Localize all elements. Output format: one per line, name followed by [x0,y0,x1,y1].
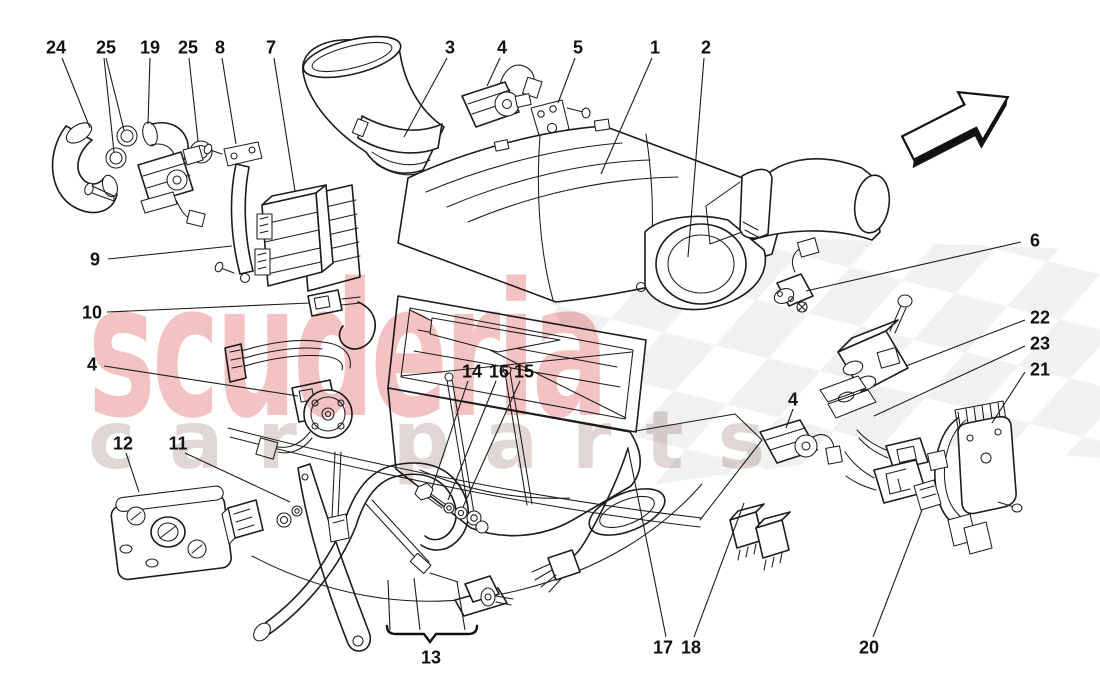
unit-outlet [588,488,666,536]
leader-line-24 [61,57,91,129]
leader-line-13 [387,579,391,631]
part-20-connectors [844,429,949,511]
callout-18: 18 [681,638,701,658]
callout-14: 14 [462,362,482,382]
leader-line-17 [627,447,667,638]
part-2-round-duct [635,215,767,311]
parts-14-16-15-hardware [414,482,489,534]
hose-clamp [739,168,773,239]
leader-line-13 [456,581,466,631]
part-6-sensor [773,237,820,313]
hose-clamp-collar [357,115,443,154]
callout-9: 9 [90,250,100,270]
callout-20: 20 [859,638,879,658]
leader-line-9 [107,245,233,260]
part-4-harness-left [224,339,353,460]
part-4-actuator-top [461,64,543,128]
direction-arrow-icon [900,90,1010,169]
callout-13: 13 [421,648,441,668]
callout-12: 12 [113,434,133,454]
callout-11: 11 [168,434,187,454]
leader-line-25 [105,57,125,131]
part-19-water-pipe-valve [137,121,206,228]
callout-2: 2 [701,38,711,58]
part-12-control-panel [110,485,232,581]
part-8-bracket [203,141,263,167]
leader-line-22 [905,319,1026,367]
leader-line-21 [991,371,1026,424]
leader-line-5 [557,57,576,104]
bolt-icon [84,182,115,202]
leader-line-20 [872,509,923,638]
callout-23: 23 [1030,334,1050,354]
callout-1: 1 [650,38,660,58]
leader-line-4 [785,408,794,429]
callout-17: 17 [653,638,673,658]
callout-21: 21 [1030,360,1050,380]
leader-line-13 [413,577,421,631]
callout-24: 24 [46,38,66,58]
callout-8: 8 [215,38,225,58]
leader-line-11 [184,452,291,503]
watermark-brand-text: scuderia [88,243,605,459]
part-23-bracket [819,375,877,419]
leader-line-10 [106,302,311,313]
part-4-actuator-mid [759,419,843,465]
leader-line-15 [462,380,521,508]
leader-line-25 [103,57,115,153]
leader-line-18 [693,502,745,638]
callout-25: 25 [178,38,198,58]
part-10-connector [307,289,376,350]
part-11-strap [221,463,372,652]
leader-line-3 [403,57,448,138]
callout-4: 4 [497,38,507,58]
callout-16: 16 [489,362,509,382]
leader-line-12 [125,452,140,493]
part-3-intake-duct [302,35,445,176]
leader-line-2 [687,57,705,258]
callout-7: 7 [266,38,276,58]
leader-line-14 [431,380,469,489]
callout-10: 10 [82,303,102,323]
right-intake-hose [705,158,891,245]
callout-3: 3 [445,38,455,58]
part-17-cable [531,447,629,593]
watermark-sub-text: car parts [88,394,799,487]
callout-4: 4 [788,390,798,410]
leader-line-1 [600,57,653,175]
callout-5: 5 [573,38,583,58]
callout-22: 22 [1030,308,1050,328]
callout-4: 4 [87,355,97,375]
part-9-strap-bracket [214,163,254,284]
leader-line-16 [447,380,497,501]
callout-19: 19 [140,38,160,58]
callout-13-brace [385,624,479,644]
part-1-evaporator-assembly [227,118,789,537]
line-art [51,35,1023,652]
part-24-hose [51,122,118,214]
leader-line-4 [103,365,299,397]
leader-line-6 [805,241,1022,292]
leader-line-7 [273,57,296,192]
leader-line-25 [188,57,199,142]
leader-line-8 [221,57,237,145]
part-18-relays [729,503,791,571]
part-7-ecu [254,184,334,287]
callout-25: 25 [96,38,116,58]
leader-line-19 [147,57,151,125]
callout-15: 15 [514,362,534,382]
callout-6: 6 [1030,231,1040,251]
leader-line-23 [873,345,1026,417]
part-13-hoses [251,451,703,642]
leader-line-4 [486,57,501,87]
